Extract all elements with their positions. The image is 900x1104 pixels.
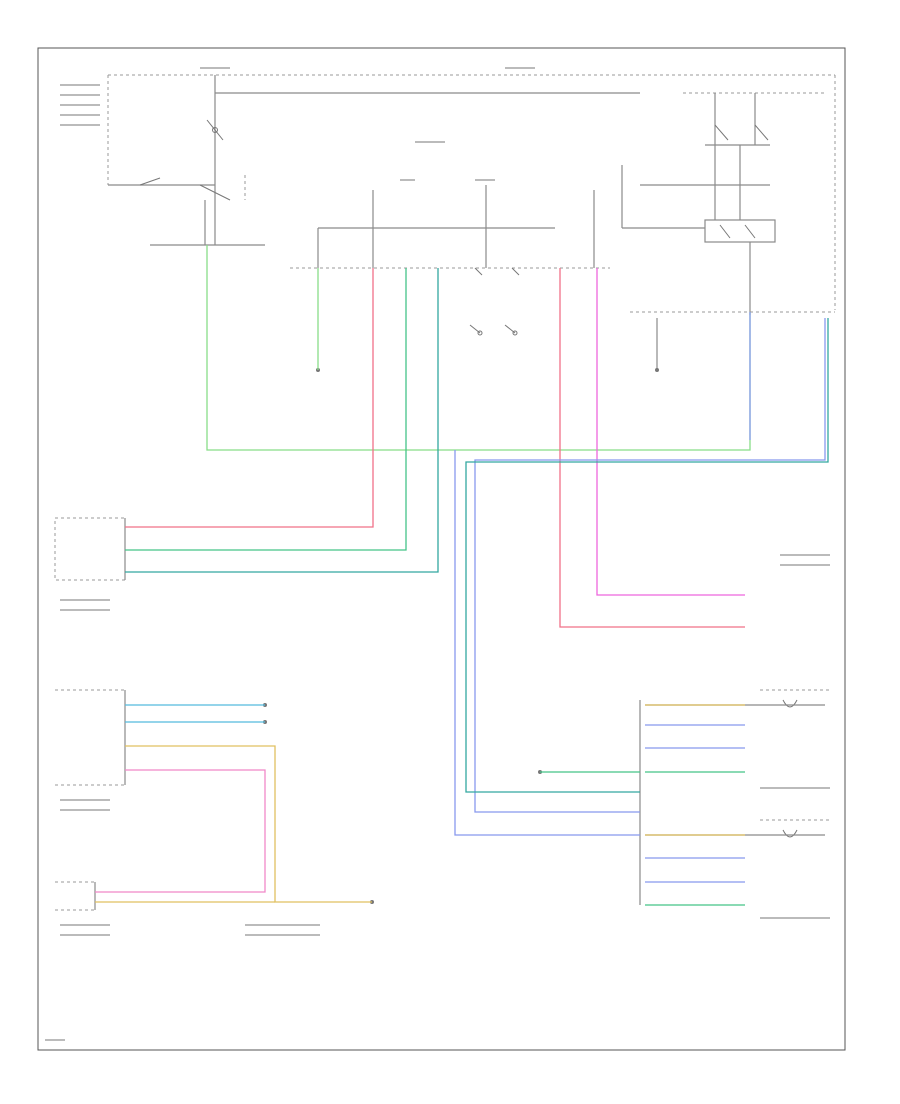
wire-blue-rear	[454, 450, 640, 836]
wire-red-transducer	[125, 268, 374, 528]
splice-points	[263, 368, 659, 904]
wire-green-transducer	[125, 268, 407, 551]
wire-teal-transducer	[125, 268, 439, 573]
engine-control-module	[55, 881, 96, 911]
wire-yellow	[125, 745, 372, 903]
wire-pink	[95, 769, 266, 893]
suspension-control-module	[55, 689, 126, 786]
wire-magenta-upper	[596, 268, 745, 596]
power-bus-top	[107, 74, 836, 310]
wire-lt-green-loop	[206, 245, 751, 451]
wire-blue-sensor	[474, 318, 826, 813]
ac-pressure-transducer	[54, 517, 126, 581]
ignition-switch-block	[108, 119, 265, 246]
right-connectors	[639, 689, 830, 905]
wire-teal-sensor	[465, 318, 829, 793]
diagram-frame	[37, 47, 846, 1051]
central-control-block	[290, 185, 610, 336]
connector-front-pins	[645, 704, 745, 773]
wire-red-lower	[559, 268, 745, 628]
relay-block	[621, 92, 835, 370]
label-marks	[45, 67, 830, 1041]
connector-rear-pins	[645, 834, 745, 906]
